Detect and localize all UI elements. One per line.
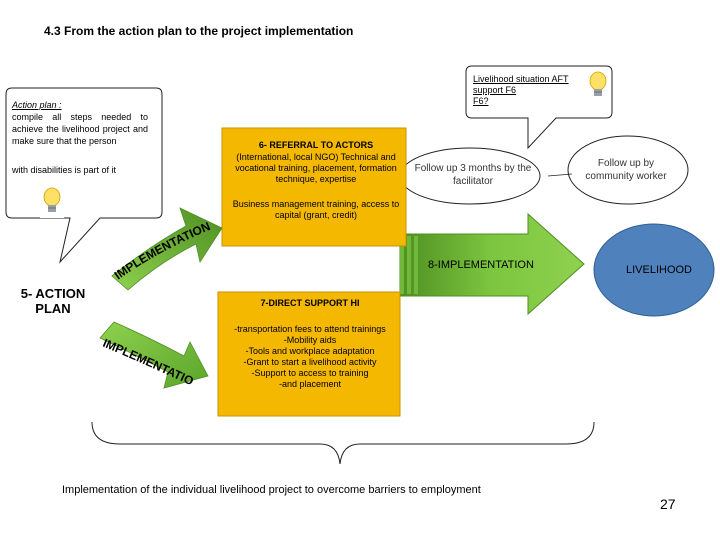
direct-support-item: -Tools and workplace adaptation	[245, 346, 375, 356]
bottom-brace	[91, 421, 595, 465]
livelihood-label: LIVELIHOOD	[625, 264, 693, 276]
direct-support-box	[217, 291, 401, 417]
callout-line: F6?	[473, 96, 489, 106]
follow-up-worker-label: Follow up by community worker	[585, 158, 667, 182]
referral-body: (International, local NGO) Technical and…	[235, 152, 397, 184]
action-plan-callout-heading: Action plan :	[12, 100, 62, 110]
page-number: 27	[660, 496, 676, 512]
referral-text: 6- REFERRAL TO ACTORS (International, lo…	[232, 140, 400, 221]
callout-line: Livelihood situation AFT	[473, 74, 569, 84]
lightbulb-icon	[586, 70, 610, 102]
arrow-stripe	[407, 236, 411, 294]
direct-support-item: -and placement	[278, 379, 342, 389]
livelihood-situation-callout	[465, 65, 613, 150]
bottom-caption: Implementation of the individual livelih…	[62, 484, 481, 496]
livelihood-situation-callout-text: Livelihood situation AFT support F6 F6?	[473, 74, 583, 107]
page-title: 4.3 From the action plan to the project …	[44, 24, 354, 38]
follow-up-worker-ellipse	[567, 135, 689, 205]
action-plan-callout-body: compile all steps needed to achieve the …	[12, 112, 148, 146]
follow-up-facilitator-label: Follow up 3 months by the facilitator	[414, 163, 532, 187]
action-plan-callout	[5, 87, 163, 264]
action-plan-label: 5- ACTION PLAN	[20, 286, 86, 316]
direct-support-item: -transportation fees to attend trainings	[234, 324, 386, 334]
arrow-stripe	[414, 236, 418, 294]
direct-support-item: -Support to access to training	[251, 368, 369, 378]
implementation-arrow	[399, 212, 585, 316]
direct-support-list: -transportation fees to attend trainings…	[222, 324, 398, 390]
implementation-arrow-lower	[99, 321, 209, 389]
callout-line: support F6	[473, 85, 517, 95]
implementation-arrow-upper	[111, 207, 223, 291]
direct-support-item: -Mobility aids	[283, 335, 337, 345]
arrow-to-follow-up-worker	[547, 173, 573, 177]
direct-support-heading: 7-DIRECT SUPPORT HI	[260, 298, 360, 308]
action-plan-callout-body-2: with disabilities is part of it	[12, 165, 117, 175]
direct-support-item: -Grant to start a livelihood activity	[243, 357, 377, 367]
arrow-stripe	[400, 236, 404, 294]
implementation-8-label: 8-IMPLEMENTATION	[428, 259, 534, 271]
lightbulb-icon	[40, 186, 64, 218]
referral-box	[221, 127, 407, 247]
referral-extra: Business management training, access to …	[232, 199, 400, 220]
action-plan-callout-text: Action plan : compile all steps needed t…	[12, 99, 148, 147]
livelihood-circle	[593, 223, 715, 317]
referral-heading: 6- REFERRAL TO ACTORS	[258, 140, 374, 150]
